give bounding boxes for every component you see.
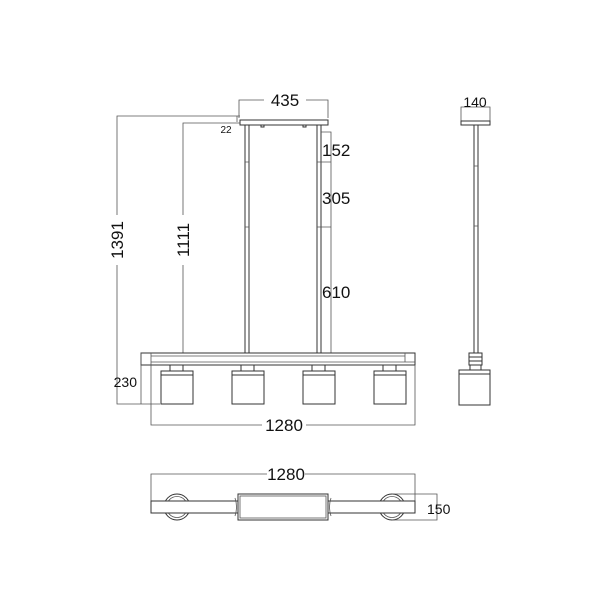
dimension-rod-segments: 152 305 610 [321, 131, 350, 353]
canopy [239, 119, 329, 126]
dimension-top-width: 150 [392, 493, 451, 521]
shade [160, 364, 194, 405]
label-canopy-height: 22 [220, 125, 232, 136]
fixture-bar [140, 352, 416, 366]
label-fixture-length: 1280 [265, 416, 303, 435]
dimension-overall-height: 1391 [108, 115, 240, 405]
shade [231, 364, 265, 405]
dimension-rod-height: 1111 [174, 122, 240, 353]
label-fixture-height: 230 [114, 374, 138, 390]
label-top-length: 1280 [267, 465, 305, 484]
front-view: 435 22 1391 1111 [108, 91, 416, 435]
side-canopy [460, 120, 491, 126]
canopy-screw [260, 124, 265, 128]
shade [373, 364, 407, 405]
dimension-fixture-length: 1280 [150, 365, 416, 435]
shades [160, 364, 407, 405]
shade [302, 364, 336, 405]
side-rod [473, 124, 479, 354]
side-socket [468, 352, 483, 371]
label-top-width: 150 [427, 501, 451, 517]
side-view: 140 [458, 94, 491, 406]
label-rod-height: 1111 [174, 223, 193, 257]
dimension-canopy-width: 435 [238, 91, 329, 118]
dimension-canopy-height: 22 [220, 116, 238, 136]
suspension-rod-right [316, 124, 322, 354]
top-view: 1280 150 [150, 465, 451, 521]
label-canopy-depth: 140 [463, 94, 487, 110]
side-shade-top [458, 369, 491, 375]
label-segment-1: 152 [322, 141, 350, 160]
label-overall-height: 1391 [108, 221, 127, 259]
dimension-fixture-height: 230 [114, 353, 142, 404]
canopy-screw [302, 124, 307, 128]
label-segment-2: 305 [322, 189, 350, 208]
side-shade [458, 373, 491, 406]
label-canopy-width: 435 [271, 91, 299, 110]
suspension-rod-left [244, 124, 250, 354]
top-canopy [237, 493, 329, 521]
label-segment-3: 610 [322, 283, 350, 302]
